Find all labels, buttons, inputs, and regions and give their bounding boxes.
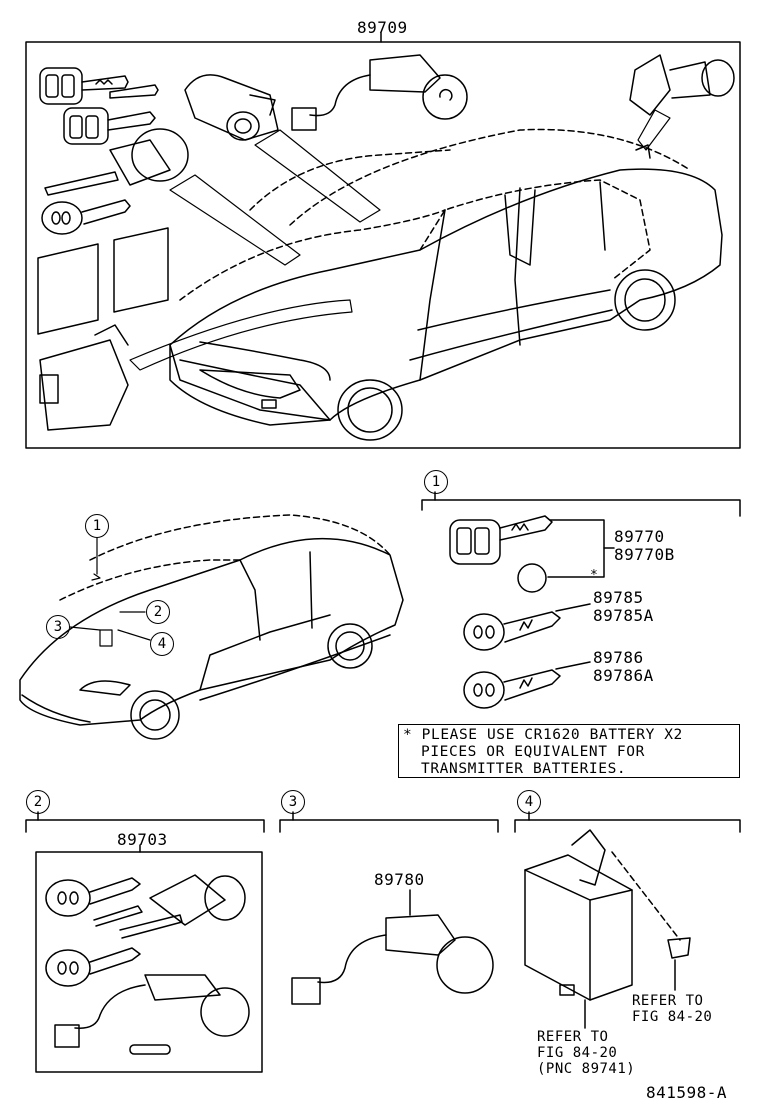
location-car-illustration	[19, 514, 404, 740]
diagram-id: 841598-A	[646, 1083, 728, 1102]
part-89785a: 89785A	[593, 606, 654, 625]
top-part-number: 89709	[357, 18, 408, 37]
section-1-leader-d	[555, 661, 591, 670]
part-89785: 89785	[593, 588, 644, 607]
top-pointer-arrows	[129, 109, 671, 371]
section-4-clip	[667, 937, 691, 959]
section-1-key-3	[463, 669, 561, 709]
section-4-bracket	[514, 819, 741, 833]
top-key-blade	[109, 84, 159, 99]
section-3-horn-assembly	[291, 914, 494, 1005]
section-2-bracket	[25, 819, 265, 833]
top-wiring-box	[39, 324, 129, 431]
location-callout-4: 4	[150, 632, 174, 656]
refer-b-line-1: REFER TO	[537, 1029, 609, 1045]
part-89786a: 89786A	[593, 666, 654, 685]
battery-asterisk: *	[590, 568, 599, 583]
section-4-number: 4	[517, 790, 541, 814]
top-door-lock-cylinder	[44, 128, 189, 196]
location-callout-1: 1	[85, 514, 109, 538]
section-2-number: 2	[26, 790, 50, 814]
top-ignition-cylinder	[184, 74, 279, 141]
location-callout-3: 3	[46, 615, 70, 639]
section-1-bracket	[421, 499, 741, 517]
section-1-fob	[449, 515, 553, 565]
section-1-key-2	[463, 611, 561, 651]
location-callout-2: 2	[146, 600, 170, 624]
top-horn-assembly	[291, 54, 468, 131]
refer-a-line-1: REFER TO	[632, 993, 704, 1009]
location-callout-leaders	[69, 537, 151, 647]
top-trunk-lock	[629, 54, 735, 159]
section-3-part-number: 89780	[374, 870, 425, 889]
refer-b-line-2: FIG 84-20	[537, 1045, 618, 1061]
top-car-illustration	[169, 128, 723, 441]
top-card-1	[37, 243, 99, 335]
top-key-fob-1	[39, 67, 129, 105]
top-key-3	[41, 199, 131, 235]
battery-note-line-3: TRANSMITTER BATTERIES.	[421, 761, 627, 777]
top-card-2	[113, 227, 169, 313]
part-89786: 89786	[593, 648, 644, 667]
section-1-number: 1	[424, 470, 448, 494]
refer-a-line-2: FIG 84-20	[632, 1009, 713, 1025]
section-4-dashed-leader	[611, 851, 681, 941]
section-3-number: 3	[281, 790, 305, 814]
section-2-parts	[45, 874, 250, 1055]
section-2-part-number: 89703	[117, 830, 168, 849]
battery-note-line-2: PIECES OR EQUIVALENT FOR	[421, 744, 645, 760]
battery-note-box: * PLEASE USE CR1620 BATTERY X2 PIECES OR…	[398, 724, 740, 778]
section-2-frame	[35, 851, 263, 1073]
refer-b-line-3: (PNC 89741)	[537, 1061, 636, 1077]
part-89770b: 89770B	[614, 545, 675, 564]
section-3-bracket	[279, 819, 499, 833]
section-4-control-module	[524, 829, 633, 1001]
top-panel-frame	[25, 41, 741, 449]
part-89770: 89770	[614, 527, 665, 546]
section-1-leader-c	[555, 603, 591, 612]
top-key-fob-2	[63, 107, 156, 145]
section-1-battery	[517, 563, 547, 593]
battery-note-line-1: * PLEASE USE CR1620 BATTERY X2	[403, 727, 683, 743]
